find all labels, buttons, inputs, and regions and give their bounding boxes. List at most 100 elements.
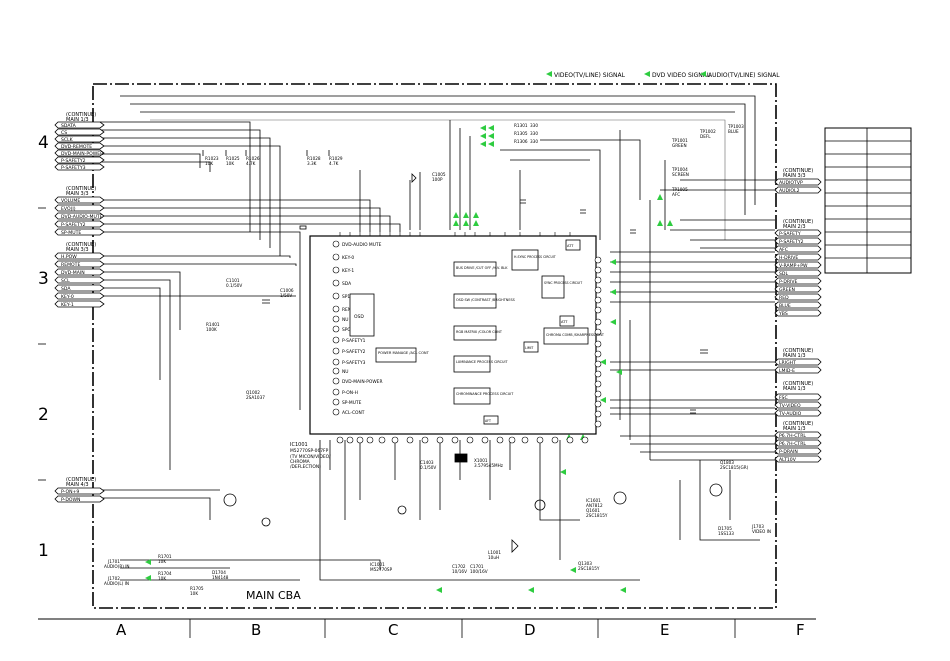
svg-text:MAIN 1/3: MAIN 1/3 xyxy=(783,426,806,432)
svg-text:R1704: R1704 xyxy=(158,571,172,576)
svg-text:10/16V: 10/16V xyxy=(452,569,467,574)
svg-text:(CONTINUE): (CONTINUE) xyxy=(783,348,813,354)
svg-text:C1701: C1701 xyxy=(470,564,484,569)
svg-text:(CONTINUE): (CONTINUE) xyxy=(783,219,813,225)
svg-text:4.7K: 4.7K xyxy=(246,161,256,166)
svg-text:TV-AUDIO: TV-AUDIO xyxy=(778,411,802,417)
svg-text:3.3K: 3.3K xyxy=(307,161,317,166)
svg-text:SCLK: SCLK xyxy=(61,137,74,143)
svg-text:LIMIT: LIMIT xyxy=(525,346,533,350)
svg-text:330: 330 xyxy=(530,123,538,128)
grid-col-f: F xyxy=(796,621,805,639)
svg-text:1SS133: 1SS133 xyxy=(718,531,734,536)
svg-text:R1023: R1023 xyxy=(205,156,219,161)
right-connector-1: (CONTINUE) MAIN 3/3 AUDIOTVP AUDIOL2 xyxy=(774,168,822,194)
grid-row-4: 4 xyxy=(38,133,49,153)
svg-text:1N4148: 1N4148 xyxy=(212,575,229,580)
svg-text:IC1001: IC1001 xyxy=(290,442,308,448)
osd-sw-block xyxy=(453,293,497,309)
svg-text:100/16V: 100/16V xyxy=(470,569,488,574)
right-connector-4: (CONTINUE) MAIN 1/3 FSC TV-VIDEO TV-AUDI… xyxy=(774,381,822,417)
svg-text:DVD-REMOTE: DVD-REMOTE xyxy=(61,144,92,150)
svg-text:P-DRAIN: P-DRAIN xyxy=(779,449,798,455)
svg-text:C1403: C1403 xyxy=(420,460,434,465)
svg-text:GREEN: GREEN xyxy=(672,143,687,148)
svg-text:P-SAFETY: P-SAFETY xyxy=(779,231,801,237)
svg-text:10K: 10K xyxy=(158,576,166,581)
svg-text:P-SAFETY2: P-SAFETY2 xyxy=(342,349,366,355)
grid-col-c: C xyxy=(388,621,398,639)
svg-text:DVD-AUDIO MUTE: DVD-AUDIO MUTE xyxy=(342,242,382,248)
svg-text:AUDIO(R) IN: AUDIO(R) IN xyxy=(104,564,130,569)
left-connector-4: (CONTINUE) MAIN 4/3 P-ON+9 P-DOWN xyxy=(54,477,105,503)
left-connector-2: (CONTINUE) MAIN 3/3 VOLUME EVO(I) DVD-AU… xyxy=(54,186,105,236)
svg-text:V-RAMP+PW: V-RAMP+PW xyxy=(779,263,808,269)
svg-text:D1704: D1704 xyxy=(212,570,226,575)
svg-text:P-ON+9: P-ON+9 xyxy=(61,489,79,495)
svg-text:J1701: J1701 xyxy=(107,559,120,564)
svg-text:MAIN 3/3: MAIN 3/3 xyxy=(66,247,89,253)
svg-text:10K: 10K xyxy=(190,591,198,596)
svg-text:Q1803: Q1803 xyxy=(720,460,734,465)
svg-text:P-SAFETY2: P-SAFETY2 xyxy=(779,239,804,245)
svg-text:TP1003: TP1003 xyxy=(727,124,744,129)
svg-text:KEY-0: KEY-0 xyxy=(61,294,74,300)
svg-text:AFC: AFC xyxy=(779,247,788,253)
svg-text:(TV MICON/VIDEO/: (TV MICON/VIDEO/ xyxy=(290,454,331,460)
svg-text:D1705: D1705 xyxy=(718,526,732,531)
svg-text:P6.7H-CTRL: P6.7H-CTRL xyxy=(779,441,806,447)
grid-row-2: 2 xyxy=(38,405,49,425)
svg-text:MAIN 1/3: MAIN 1/3 xyxy=(66,117,89,123)
svg-text:SYNC PROCESS CIRCUIT: SYNC PROCESS CIRCUIT xyxy=(544,281,582,285)
svg-text:LRIGHT: LRIGHT xyxy=(779,360,796,366)
att-block-2 xyxy=(559,315,575,327)
svg-text:330: 330 xyxy=(530,139,538,144)
limit-block xyxy=(523,341,539,353)
svg-text:(CONTINUE): (CONTINUE) xyxy=(66,242,96,248)
svg-text:M52770SP: M52770SP xyxy=(370,567,393,572)
svg-text:YBS: YBS xyxy=(778,311,788,317)
svg-text:CHROMA: CHROMA xyxy=(290,459,310,465)
svg-text:(CONTINUE): (CONTINUE) xyxy=(783,381,813,387)
svg-text:P-SAFETY1: P-SAFETY1 xyxy=(342,338,366,344)
svg-text:BLUE: BLUE xyxy=(728,129,739,134)
svg-text:Q1002: Q1002 xyxy=(246,390,260,395)
svg-text:IC1601: IC1601 xyxy=(586,498,601,503)
svg-text:0.1/50V: 0.1/50V xyxy=(226,283,242,288)
svg-text:MAIN 1/3: MAIN 1/3 xyxy=(783,353,806,359)
svg-text:2SC1815Y: 2SC1815Y xyxy=(586,513,608,518)
main-ic: DVD-AUDIO MUTE KEY-0 KEY-1 SDA SP1 REMOT… xyxy=(290,232,605,470)
svg-text:330: 330 xyxy=(530,131,538,136)
svg-text:TV-VIDEO: TV-VIDEO xyxy=(778,403,801,409)
svg-text:10K: 10K xyxy=(205,161,213,166)
svg-text:1/50V: 1/50V xyxy=(280,293,292,298)
svg-text:R1305: R1305 xyxy=(514,131,528,136)
rgb-matrix-block xyxy=(453,325,497,341)
svg-text:(CONTINUE): (CONTINUE) xyxy=(66,477,96,483)
svg-text:TP1001: TP1001 xyxy=(671,138,688,143)
grid-row-1: 1 xyxy=(38,541,49,561)
svg-text:2SC1815Y: 2SC1815Y xyxy=(578,566,600,571)
svg-text:MAIN 4/3: MAIN 4/3 xyxy=(66,482,89,488)
svg-text:TP1002: TP1002 xyxy=(699,129,716,134)
svg-text:R1025: R1025 xyxy=(226,156,240,161)
bus-drive-block xyxy=(453,261,497,277)
svg-text:J1703: J1703 xyxy=(751,524,764,529)
right-connector-5: (CONTINUE) MAIN 1/3 P6.7H-CTRL P6.7H-CTR… xyxy=(774,421,822,463)
svg-text:IC1001: IC1001 xyxy=(370,562,385,567)
svg-text:C1702: C1702 xyxy=(452,564,466,569)
svg-text:SP-MUTE: SP-MUTE xyxy=(61,230,81,236)
svg-text:R1029: R1029 xyxy=(329,156,343,161)
wiring xyxy=(100,95,775,581)
svg-text:10K: 10K xyxy=(158,559,166,564)
svg-text:2SC1815(GR): 2SC1815(GR) xyxy=(720,465,749,470)
svg-text:OSD: OSD xyxy=(354,314,364,320)
svg-text:R1028: R1028 xyxy=(307,156,321,161)
grid-col-d: D xyxy=(524,621,536,639)
svg-text:KEY-1: KEY-1 xyxy=(61,302,74,308)
svg-text:NU: NU xyxy=(342,317,349,323)
svg-text:AFT: AFT xyxy=(485,419,491,423)
svg-text:OSD SW /CONTRAST /BRIGHTNESS: OSD SW /CONTRAST /BRIGHTNESS xyxy=(456,298,515,302)
svg-text:REMOTE: REMOTE xyxy=(61,262,80,268)
